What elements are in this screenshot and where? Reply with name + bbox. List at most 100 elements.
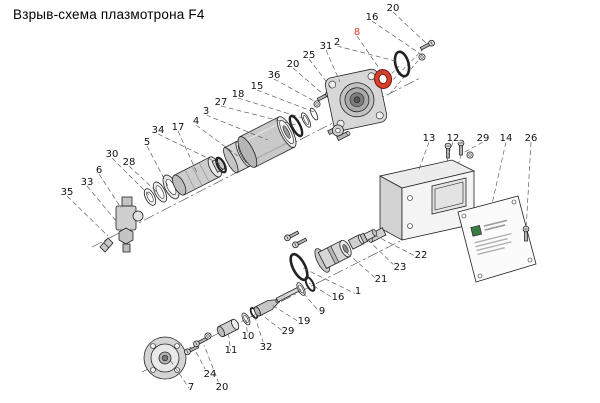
leader-line-35 — [66, 195, 109, 237]
leader-line-33 — [86, 185, 118, 223]
callout-29: 29 — [477, 133, 490, 144]
callout-3: 3 — [203, 106, 209, 117]
callout-12: 12 — [447, 133, 460, 144]
centerline-lower-axis — [141, 232, 417, 373]
cathode-screw-a — [283, 229, 300, 243]
part-ring-15 — [309, 107, 319, 121]
part-electrode-holder — [172, 156, 225, 196]
callout-8: 8 — [354, 27, 360, 38]
leader-line-19 — [271, 304, 305, 326]
callout-16: 16 — [366, 12, 379, 23]
flange-washer — [204, 332, 212, 340]
callout-13: 13 — [423, 133, 436, 144]
callout-17: 17 — [172, 122, 185, 133]
leader-line-4 — [195, 124, 239, 157]
callout-27: 27 — [215, 97, 228, 108]
leader-line-36 — [273, 78, 317, 103]
callout-24: 24 — [204, 369, 217, 380]
head-washer-a — [313, 100, 321, 108]
page-title: Взрыв-схема плазмотрона F4 — [13, 7, 205, 22]
leader-line-3 — [205, 114, 269, 141]
callout-15: 15 — [251, 81, 264, 92]
part-cathode-body — [314, 239, 352, 273]
part-spacer-sleeve — [216, 318, 240, 338]
part-oring-27 — [288, 114, 304, 138]
callout-20: 20 — [216, 382, 229, 393]
callout-21: 21 — [375, 274, 388, 285]
callout-20: 20 — [287, 59, 300, 70]
part-oring-8-highlighted — [373, 69, 393, 89]
callout-35: 35 — [61, 187, 74, 198]
callout-33: 33 — [81, 177, 94, 188]
leader-line-24 — [195, 351, 211, 379]
part-washer-10 — [241, 312, 251, 326]
leader-line-12 — [447, 141, 454, 157]
leader-line-10 — [245, 319, 249, 341]
leader-line-25 — [308, 58, 333, 90]
callout-20: 20 — [387, 3, 400, 14]
plate-label — [470, 219, 512, 256]
callout-25: 25 — [303, 50, 316, 61]
callout-6: 6 — [96, 165, 102, 176]
leader-line-15 — [256, 89, 315, 113]
callout-14: 14 — [500, 133, 513, 144]
body-washer — [466, 151, 474, 159]
callout-5: 5 — [144, 137, 150, 148]
part-body-block — [366, 159, 476, 243]
plate-logo — [470, 225, 483, 237]
part-oring-1 — [289, 252, 309, 282]
leader-line-18 — [237, 97, 307, 120]
leader-line-16 — [371, 20, 423, 56]
callout-34: 34 — [152, 125, 165, 136]
part-ring-18 — [301, 112, 311, 128]
callout-36: 36 — [268, 70, 281, 81]
top-screw-20 — [419, 38, 436, 52]
leader-line-29 — [257, 311, 289, 336]
leader-line-28 — [128, 165, 159, 194]
callout-32: 32 — [260, 342, 273, 353]
leader-line-34 — [157, 133, 221, 165]
leader-line-20 — [203, 344, 223, 392]
leader-line-6 — [98, 173, 122, 209]
part-washer-9 — [296, 282, 306, 296]
callout-29: 29 — [282, 326, 295, 337]
callout-23: 23 — [394, 262, 407, 273]
part-fitting-23 — [359, 229, 378, 244]
part-oring-2 — [393, 50, 411, 78]
leader-line-29 — [462, 141, 484, 154]
part-nozzle-shield — [237, 116, 297, 168]
callout-10: 10 — [242, 331, 255, 342]
leader-line-7 — [169, 359, 192, 392]
callout-28: 28 — [123, 157, 136, 168]
part-valve-assembly — [99, 196, 144, 253]
leader-line-11 — [227, 329, 232, 355]
leader-line-16 — [308, 282, 339, 302]
leader-line-27 — [220, 105, 297, 126]
callout-4: 4 — [193, 116, 199, 127]
callout-22: 22 — [415, 250, 428, 261]
leader-line-14 — [491, 141, 507, 205]
leader-line-30 — [111, 157, 150, 196]
callout-30: 30 — [106, 149, 119, 160]
part-oring-34 — [215, 156, 227, 174]
callout-9: 9 — [319, 306, 325, 317]
leader-line-9 — [299, 288, 323, 316]
screw-alignment-dash-4 — [456, 154, 462, 170]
callout-31: 31 — [320, 41, 333, 52]
callout-1: 1 — [355, 286, 361, 297]
callout-16: 16 — [332, 292, 345, 303]
callout-11: 11 — [225, 345, 238, 356]
part-electrode-tip — [253, 298, 281, 317]
callout-2: 2 — [334, 37, 340, 48]
leader-line-17 — [177, 130, 199, 176]
callout-18: 18 — [232, 89, 245, 100]
callout-19: 19 — [298, 316, 311, 327]
leader-line-20 — [292, 67, 325, 96]
leader-line-13 — [417, 141, 430, 173]
leader-line-1 — [302, 267, 359, 296]
part-cover-plate — [457, 195, 537, 283]
callout-7: 7 — [188, 382, 194, 393]
